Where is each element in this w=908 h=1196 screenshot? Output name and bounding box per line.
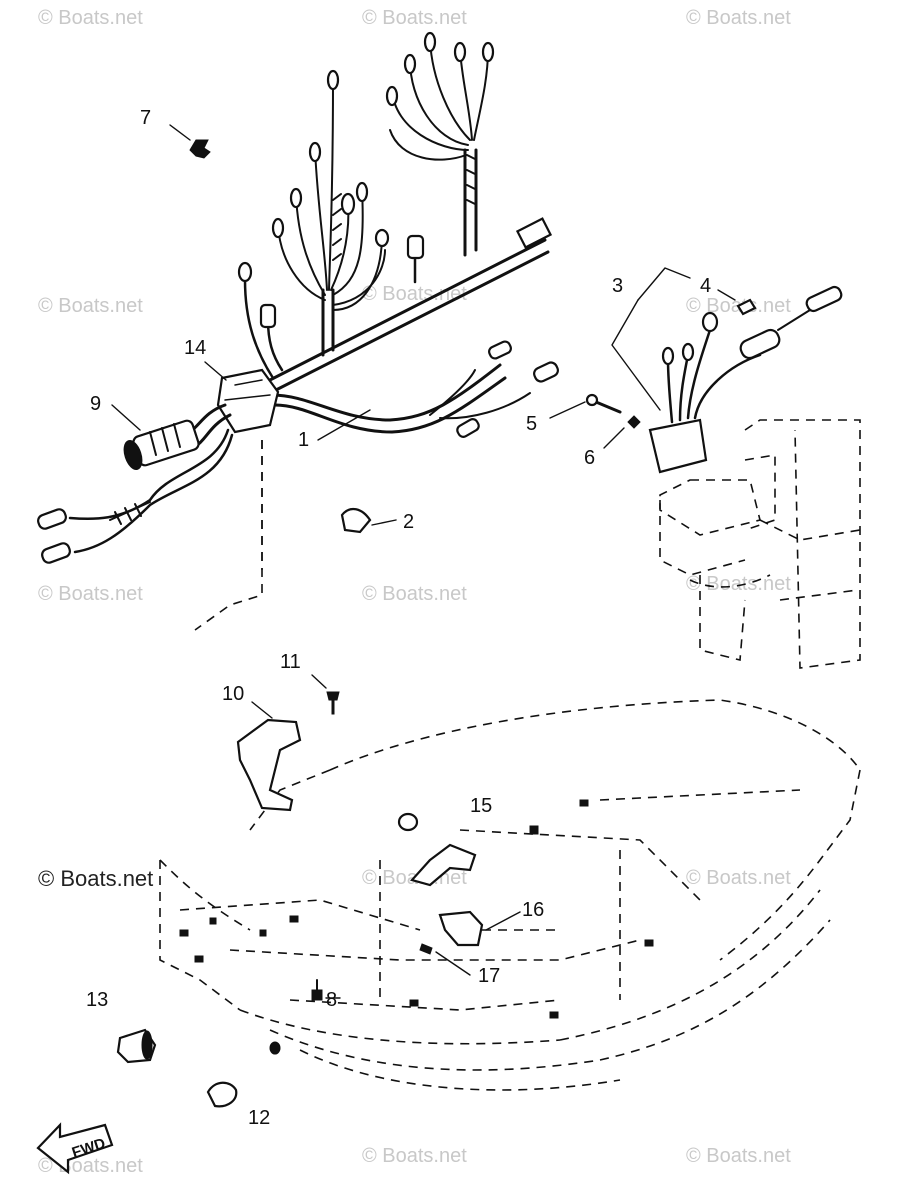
callout-9: 9: [90, 393, 101, 415]
bracket-16: 16: [409, 843, 544, 947]
rectifier-assembly: 3 4 5 6: [526, 267, 843, 474]
callout-14: 14: [184, 337, 206, 359]
watermark-10: © Boats.net: [38, 866, 153, 891]
watermark-8: © Boats.net: [362, 583, 467, 605]
callout-4: 4: [700, 275, 711, 297]
clip-7: 7: [140, 107, 211, 159]
cowling-fasteners: [179, 799, 654, 1019]
guide-lines: [194, 440, 263, 631]
callout-5: 5: [526, 413, 537, 435]
callout-16: 16: [522, 899, 544, 921]
watermark-14: © Boats.net: [362, 1145, 467, 1167]
callout-10: 10: [222, 683, 244, 705]
callout-1: 1: [298, 429, 309, 451]
clamp-2: 2: [340, 507, 414, 534]
watermark-9: © Boats.net: [686, 573, 791, 595]
junction-block: 14: [184, 337, 280, 434]
callout-7: 7: [140, 107, 151, 129]
bracket-10: 10: [222, 683, 302, 812]
watermark-15: © Boats.net: [686, 1145, 791, 1167]
watermark-5: © Boats.net: [362, 283, 467, 305]
callout-11: 11: [280, 651, 301, 673]
wire-harness: 1: [237, 31, 559, 451]
bottom-cowling: [159, 699, 861, 1091]
screw-17: 17: [419, 943, 500, 987]
watermark-1: © Boats.net: [38, 7, 143, 29]
grommet-15: 15: [397, 795, 492, 832]
callout-2: 2: [403, 511, 414, 533]
grommet-12: 12: [206, 1041, 281, 1129]
callout-17: 17: [478, 965, 500, 987]
callout-3: 3: [612, 275, 623, 297]
callout-15: 15: [470, 795, 492, 817]
callout-8: 8: [326, 989, 337, 1011]
watermark-12: © Boats.net: [686, 867, 791, 889]
watermark-2: © Boats.net: [362, 7, 467, 29]
callout-12: 12: [248, 1107, 270, 1129]
clip-8: 8: [311, 979, 341, 1011]
bolt-11: 11: [280, 651, 340, 715]
cap-13: 13: [86, 989, 157, 1064]
engine-outline: [659, 419, 861, 669]
callout-13: 13: [86, 989, 108, 1011]
callout-6: 6: [584, 447, 595, 469]
watermark-3: © Boats.net: [686, 7, 791, 29]
watermark-7: © Boats.net: [38, 583, 143, 605]
main-connector: 9: [37, 393, 234, 564]
watermark-4: © Boats.net: [38, 295, 143, 317]
